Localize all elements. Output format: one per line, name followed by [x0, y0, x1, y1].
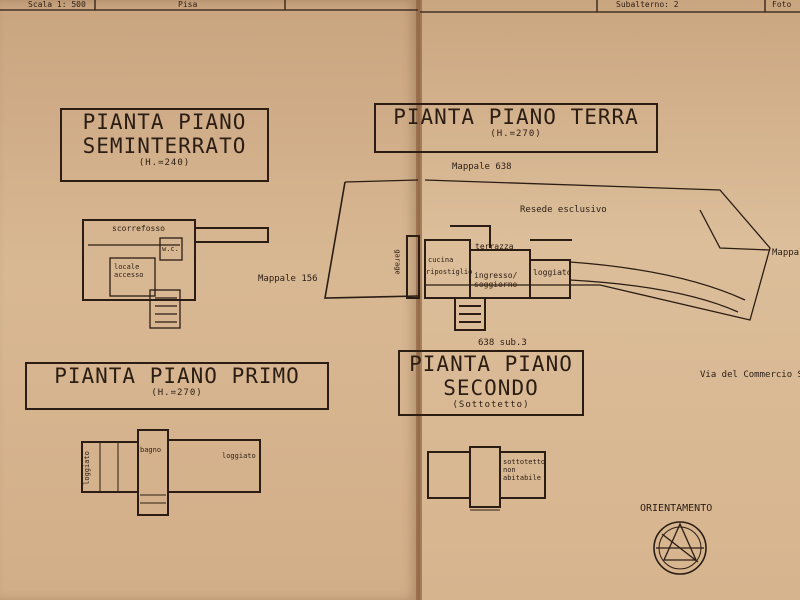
ground-room-living: ingresso/ soggiorno — [474, 271, 518, 289]
second-title-line1: PIANTA PIANO — [409, 352, 573, 376]
city-label: Pisa — [178, 0, 198, 9]
first-floor-plan — [81, 429, 261, 516]
basement-title-line1: PIANTA PIANO — [82, 110, 247, 134]
ground-room-terrace: terrazza — [475, 242, 514, 251]
first-room-loggia: loggiato — [222, 452, 256, 460]
ground-title-box: PIANTA PIANO TERRA (H.=270) — [374, 103, 658, 153]
second-room-attic: sottotetto non abitabile — [503, 458, 546, 482]
basement-plan — [82, 219, 269, 329]
left-sheet — [0, 0, 418, 600]
basement-height: (H.=240) — [138, 158, 191, 168]
sheet-ref-label: Foto — [772, 0, 792, 9]
basement-room-storage: locale accesso — [114, 263, 144, 279]
basement-title-line2: SEMINTERRATO — [82, 134, 247, 158]
basement-title-box: PIANTA PIANO SEMINTERRATO (H.=240) — [60, 108, 269, 182]
subalterno-label: Subalterno: 2 — [616, 0, 679, 9]
ground-map-right: Mappale — [772, 248, 800, 258]
right-sheet — [420, 0, 800, 600]
second-floor-plan — [427, 446, 546, 511]
basement-room-wc: w.c. — [162, 245, 179, 253]
ground-height: (H.=270) — [490, 129, 542, 139]
second-title-line2: SECONDO — [443, 376, 539, 400]
first-height: (H.=270) — [151, 388, 203, 398]
ground-exclusive-label: Resede esclusivo — [520, 205, 607, 215]
first-title-box: PIANTA PIANO PRIMO (H.=270) — [25, 362, 329, 410]
ground-sub-label: 638 sub.3 — [478, 338, 527, 348]
sheet-fold — [416, 0, 422, 600]
ground-room-loggia: loggiato — [533, 268, 572, 277]
ground-title: PIANTA PIANO TERRA — [393, 105, 639, 129]
second-height: (Sottotetto) — [452, 400, 530, 410]
ground-plan — [406, 225, 572, 331]
second-title-box: PIANTA PIANO SECONDO (Sottotetto) — [398, 350, 584, 416]
compass-icon — [653, 521, 707, 575]
street-label: Via del Commercio S — [700, 370, 800, 380]
basement-room-corridor: scorrefosso — [112, 224, 165, 233]
ground-map-label: Mappale 638 — [452, 162, 512, 172]
ground-room-kitchen: cucina — [428, 256, 454, 264]
first-room-bath: bagno — [140, 446, 162, 454]
first-room-loggia-left: loggiato — [82, 451, 91, 485]
basement-map-label: Mappale 156 — [258, 274, 318, 284]
orientation-label: ORIENTAMENTO — [640, 503, 713, 514]
first-title: PIANTA PIANO PRIMO — [54, 364, 300, 388]
ground-room-cellar: ripostiglio — [426, 268, 473, 276]
scale-label: Scala 1: 500 — [28, 0, 86, 9]
ground-room-garage: garage — [393, 249, 402, 275]
